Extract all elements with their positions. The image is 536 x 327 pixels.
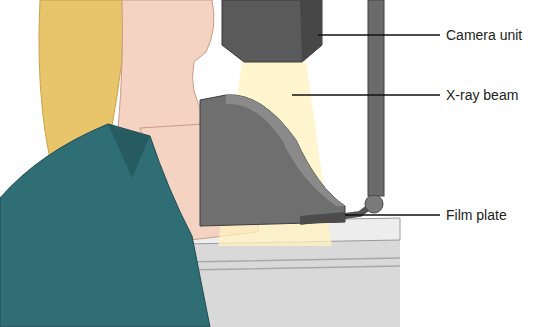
- shirt: [0, 124, 210, 327]
- paddle-foot: [300, 212, 345, 224]
- camera-shade: [300, 0, 322, 62]
- part-label: X-ray beam: [446, 86, 518, 104]
- leader-line: [345, 214, 440, 216]
- leader-line: [292, 94, 440, 96]
- film-plate-edge: [185, 258, 400, 270]
- support-arm: [368, 0, 384, 196]
- leader-line: [318, 34, 440, 36]
- compression-paddle: [200, 95, 345, 226]
- part-label: Camera unit: [446, 26, 522, 44]
- collar: [108, 124, 150, 178]
- paddle-highlight: [226, 95, 345, 206]
- camera-unit: [222, 0, 322, 62]
- arm-joint: [365, 195, 383, 213]
- part-label: Film plate: [446, 206, 507, 224]
